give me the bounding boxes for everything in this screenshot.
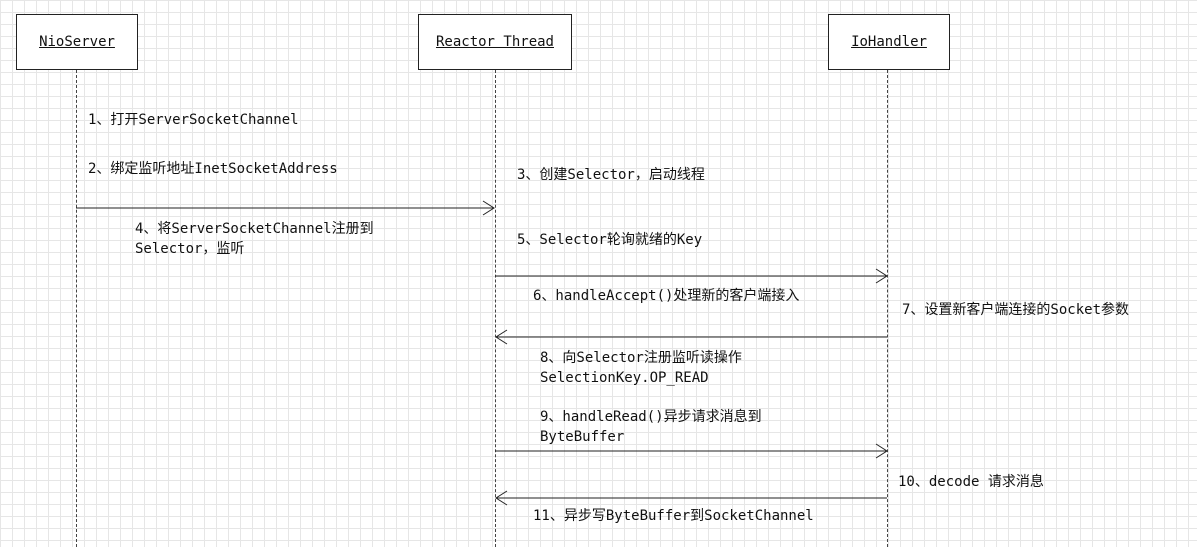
message-decode: 10、decode 请求消息 [898, 474, 1044, 490]
lifeline-io-handler [887, 70, 888, 547]
arrow-async-write [495, 490, 887, 506]
participant-reactor-thread[interactable]: Reactor Thread [418, 14, 572, 70]
message-line: 9、handleRead()异步请求消息到 [540, 409, 762, 425]
arrow-handle-read [495, 443, 888, 459]
message-async-write: 11、异步写ByteBuffer到SocketChannel [533, 508, 814, 524]
message-line: 4、将ServerSocketChannel注册到 [135, 221, 374, 237]
participant-label: NioServer [39, 34, 115, 50]
message-set-socket-params: 7、设置新客户端连接的Socket参数 [902, 302, 1130, 318]
message-line: Selector，监听 [135, 241, 245, 257]
participant-io-handler[interactable]: IoHandler [828, 14, 950, 70]
message-line: SelectionKey.OP_READ [540, 370, 709, 386]
message-bind-address: 2、绑定监听地址InetSocketAddress [88, 161, 338, 177]
message-line: ByteBuffer [540, 429, 625, 445]
lifeline-nio-server [76, 70, 77, 547]
arrow-register-channel [76, 200, 495, 216]
message-register-read: 8、向Selector注册监听读操作 SelectionKey.OP_READ [540, 348, 742, 388]
participant-nio-server[interactable]: NioServer [16, 14, 138, 70]
message-poll-keys: 5、Selector轮询就绪的Key [517, 232, 703, 248]
message-register-channel: 4、将ServerSocketChannel注册到 Selector，监听 [135, 219, 374, 259]
arrow-handle-accept [495, 268, 888, 284]
message-open-channel: 1、打开ServerSocketChannel [88, 112, 299, 128]
lifeline-reactor-thread [495, 70, 496, 547]
message-handle-read: 9、handleRead()异步请求消息到 ByteBuffer [540, 407, 762, 447]
arrow-register-read [495, 329, 887, 345]
participant-label: IoHandler [851, 34, 927, 50]
message-handle-accept: 6、handleAccept()处理新的客户端接入 [533, 288, 800, 304]
message-create-selector: 3、创建Selector，启动线程 [517, 167, 705, 183]
message-line: 8、向Selector注册监听读操作 [540, 350, 742, 366]
participant-label: Reactor Thread [435, 34, 554, 50]
